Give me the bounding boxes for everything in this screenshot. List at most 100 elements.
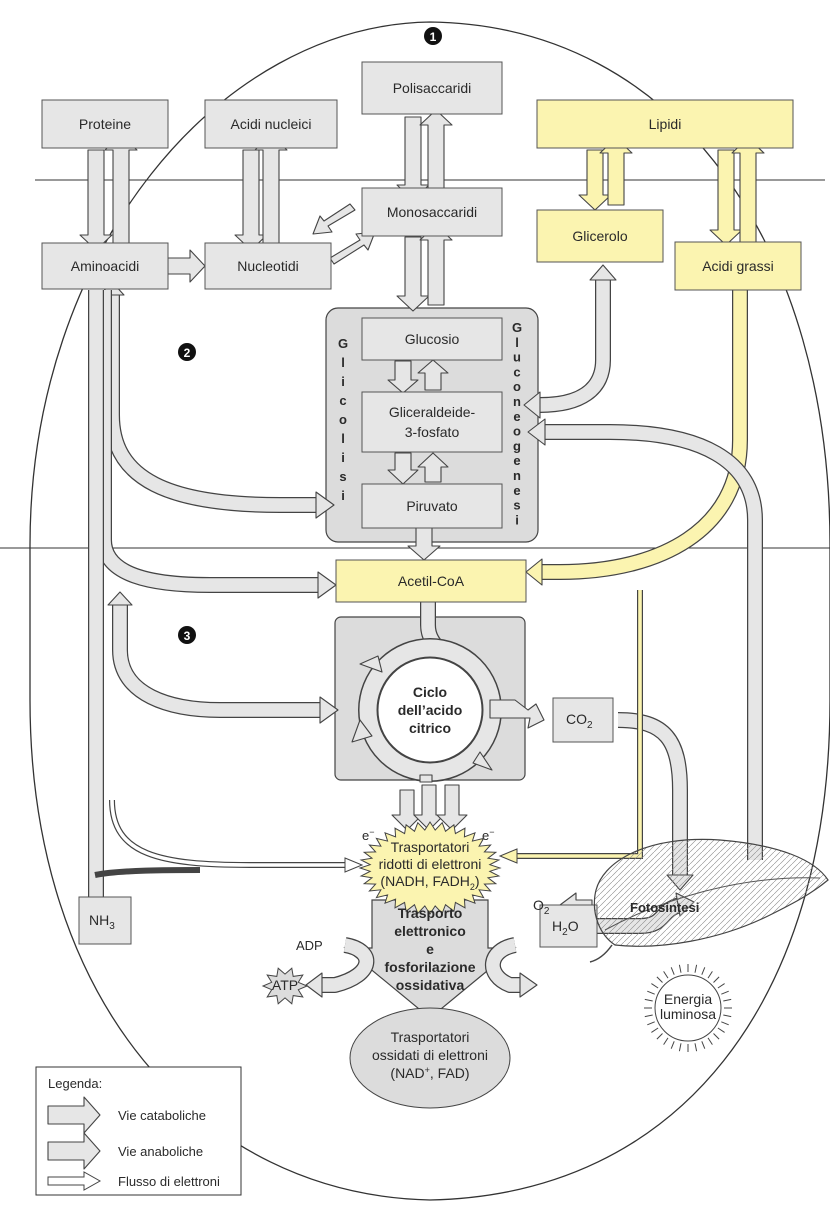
sun-ray [695,965,697,973]
acidinucleici-nucleotidi-arrows [235,135,287,250]
box-gliceraldeide-3-fosfato: Gliceraldeide- 3-fosfato [362,392,502,452]
svg-text:Piruvato: Piruvato [406,498,458,514]
svg-text:fosforilazione: fosforilazione [384,959,475,975]
lipidi-glicerolo-arrows [579,138,632,210]
gluconeogenesi-letter: e [513,409,520,424]
svg-text:luminosa: luminosa [660,1006,716,1022]
svg-text:Trasporto: Trasporto [398,905,463,921]
glicolisi-letter: l [341,355,345,370]
svg-text:Ciclo: Ciclo [413,684,447,700]
svg-text:3-fosfato: 3-fosfato [405,424,460,440]
gluconeogenesi-letter: e [513,483,520,498]
svg-text:Monosaccaridi: Monosaccaridi [387,204,477,220]
sun-ray [721,991,728,994]
sun-ray [718,984,725,988]
gluconeogenesi-letter: c [513,364,520,379]
cycle-carrier-arrows [420,775,432,782]
svg-text:Vie cataboliche: Vie cataboliche [118,1108,206,1123]
leaf-illustration: Fotosintesi [590,839,828,962]
region-2-marker: 2 [178,343,196,361]
sun-ray [671,967,674,974]
svg-text:2: 2 [184,346,191,360]
sun-ray [657,1034,663,1040]
box-glucosio: Glucosio [362,318,502,360]
svg-text:Acidi grassi: Acidi grassi [702,258,774,274]
svg-text:1: 1 [430,30,437,44]
sun-ray [702,1041,705,1048]
sun-ray [723,1015,731,1017]
svg-text:Glucosio: Glucosio [405,331,460,347]
gluconeogenesi-letter: i [515,512,519,527]
glicolisi-letter: i [341,374,345,389]
svg-text:e: e [426,941,434,957]
svg-text:Energia: Energia [664,991,712,1007]
svg-text:Trasportatori: Trasportatori [391,1029,470,1045]
box-monosaccaridi: Monosaccaridi [362,188,502,236]
gluconeogenesi-letter: G [512,320,522,335]
glicolisi-letter: i [341,488,345,503]
monosaccaridi-glucosio-arrows [397,225,452,311]
svg-text:ridotti di elettroni: ridotti di elettroni [379,856,482,872]
svg-text:(NAD+, FAD): (NAD+, FAD) [390,1065,469,1081]
sun-ray [647,991,654,994]
lipidi-acidigrassi-arrows [710,138,764,245]
glicolisi-letter: G [338,336,348,351]
sun-ray [645,1015,653,1017]
svg-text:ossidati di elettroni: ossidati di elettroni [372,1047,488,1063]
svg-text:elettronico: elettronico [394,923,466,939]
box-nucleotidi: Nucleotidi [205,243,331,289]
sun-ray [714,1034,720,1040]
gluconeogenesi-letter: e [513,453,520,468]
gluconeogenesi-letter: n [513,394,521,409]
sun-ray [651,1028,658,1032]
glicolisi-letter: i [341,450,345,465]
sun-ray [645,999,653,1001]
thin-arrowhead-yellow [500,849,517,863]
sun-ray [647,1022,654,1025]
svg-text:3: 3 [184,629,191,643]
glicolisi-letter: l [341,431,345,446]
box-proteine: Proteine [42,100,168,148]
box-acidi-nucleici: Acidi nucleici [205,100,337,148]
electron-label-right: e− [482,827,495,843]
atp-star: ATP [263,968,307,1004]
sun-ray [702,967,705,974]
svg-text:dell’acido: dell’acido [398,702,463,718]
proteine-aminoacidi-arrows [80,135,137,250]
box-co2: CO2 [553,698,613,742]
svg-text:Aminoacidi: Aminoacidi [71,258,139,274]
svg-text:ossidativa: ossidativa [396,977,465,993]
svg-text:Nucleotidi: Nucleotidi [237,258,298,274]
sun-ray [708,971,712,978]
sun-ray [671,1041,674,1048]
fotosintesi-label: Fotosintesi [630,900,699,915]
sun-ray [664,1038,668,1045]
sun-ray [695,1043,697,1051]
svg-text:Acidi nucleici: Acidi nucleici [231,116,312,132]
svg-text:Gliceraldeide-: Gliceraldeide- [389,404,476,420]
gluconeogenesi-letter: g [513,438,521,453]
electron-label-left: e− [362,827,375,843]
box-glicerolo: Glicerolo [537,210,663,262]
aminoacid-to-acetylcoa-band [104,290,336,598]
sun-ray [723,999,731,1001]
gluconeogenesi-letter: o [513,379,521,394]
gluconeogenesi-letter: s [513,498,520,513]
gluconeogenesi-letter: u [513,350,521,365]
sun-ray [679,965,681,973]
sun-icon: Energia luminosa [644,964,732,1052]
adp-label: ADP [296,938,323,953]
sun-ray [714,977,720,983]
legend-title: Legenda: [48,1076,102,1091]
oxidized-carriers-ellipse: Trasportatori ossidati di elettroni (NAD… [350,1008,510,1108]
gluconeogenesi-vertical-label: Gluconeogenesi [512,320,522,527]
svg-text:Glicerolo: Glicerolo [572,228,627,244]
glicolisi-letter: o [339,412,347,427]
aminoacidi-nucleotidi-arrow [168,250,205,282]
thin-arrowhead-left [345,858,362,872]
box-acetil-coa: Acetil-CoA [336,560,526,602]
gluconeogenesi-letter: n [513,468,521,483]
sun-ray [679,1043,681,1051]
svg-text:Acetil-CoA: Acetil-CoA [398,573,465,589]
